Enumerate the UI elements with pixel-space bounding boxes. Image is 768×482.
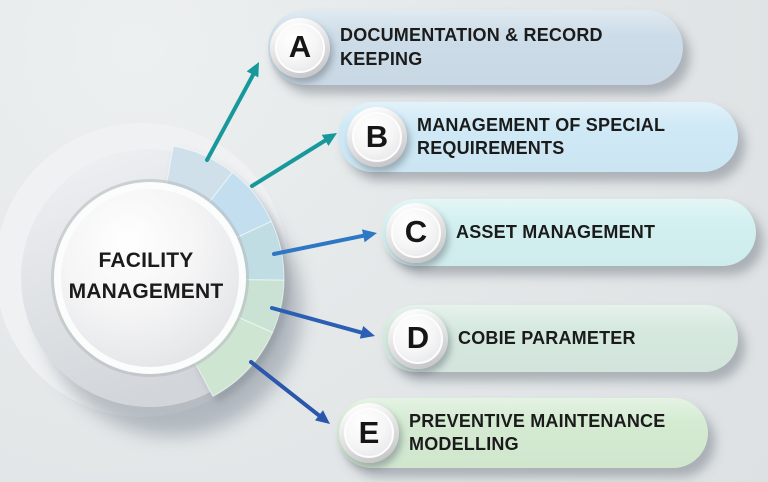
item-pill-c: C ASSET MANAGEMENT [382, 199, 756, 266]
item-label-a-line2: KEEPING [340, 48, 423, 69]
item-label-b-line2: REQUIREMENTS [417, 138, 565, 158]
item-label-e-line2: MODELLING [409, 434, 519, 454]
item-label-d-line1: COBIE PARAMETER [458, 327, 636, 348]
item-letter-b: B [365, 118, 389, 154]
item-badge-e-inner: E [344, 408, 394, 458]
arrow-to-d [270, 306, 375, 339]
hub-title-line2: MANAGEMENT [68, 280, 224, 303]
item-pill-a: A DOCUMENTATION & RECORD KEEPING [268, 10, 683, 85]
item-label-e-line1: PREVENTIVE MAINTENANCE [409, 410, 666, 431]
item-label-c: ASSET MANAGEMENT [456, 221, 655, 244]
arrow-to-b [250, 133, 337, 188]
arrow-head-a [246, 62, 259, 78]
item-pill-b: B MANAGEMENT OF SPECIAL REQUIREMENTS [338, 102, 738, 172]
item-label-a-line1: DOCUMENTATION & RECORD [340, 25, 603, 46]
item-badge-d: D [388, 308, 448, 369]
arrow-line-c [272, 233, 365, 256]
arrow-head-c [362, 229, 377, 243]
item-pill-d: D COBIE PARAMETER [382, 305, 738, 372]
item-letter-d: D [406, 320, 430, 355]
item-pill-e: E PREVENTIVE MAINTENANCE MODELLING [337, 398, 708, 468]
hub-title: FACILITY MANAGEMENT [40, 245, 252, 307]
item-badge-b: B [347, 107, 407, 167]
item-label-e: PREVENTIVE MAINTENANCE MODELLING [409, 410, 665, 457]
arrow-head-d [359, 326, 375, 339]
item-badge-c: C [386, 202, 446, 263]
item-badge-b-inner: B [352, 112, 402, 162]
hub-shadow [42, 180, 302, 436]
item-label-a: DOCUMENTATION & RECORD KEEPING [340, 24, 603, 71]
hub-segment-a [165, 145, 234, 208]
arrow-line-b [250, 138, 328, 188]
item-label-b: MANAGEMENT OF SPECIAL REQUIREMENTS [417, 114, 665, 161]
item-badge-e: E [339, 403, 399, 463]
item-badge-a: A [270, 17, 330, 78]
item-badge-a-inner: A [275, 22, 325, 73]
item-badge-c-inner: C [391, 207, 441, 258]
arrow-to-a [205, 62, 259, 162]
item-label-d: COBIE PARAMETER [458, 327, 636, 350]
arrow-to-c [272, 229, 377, 256]
arrow-head-e [315, 410, 330, 424]
arrow-head-b [321, 133, 337, 146]
item-badge-d-inner: D [393, 313, 443, 364]
hub-segment-b [205, 171, 273, 241]
hub-segment-e [192, 314, 274, 397]
item-letter-c: C [404, 214, 428, 249]
arrow-to-e [249, 360, 330, 424]
arrow-line-d [270, 306, 363, 335]
arrow-line-a [205, 73, 255, 162]
arrow-line-e [249, 360, 321, 418]
item-letter-e: E [358, 414, 380, 450]
hub-title-line1: FACILITY [98, 249, 194, 272]
item-label-b-line1: MANAGEMENT OF SPECIAL [417, 114, 666, 135]
item-letter-a: A [288, 29, 312, 64]
item-label-c-line1: ASSET MANAGEMENT [456, 221, 656, 242]
